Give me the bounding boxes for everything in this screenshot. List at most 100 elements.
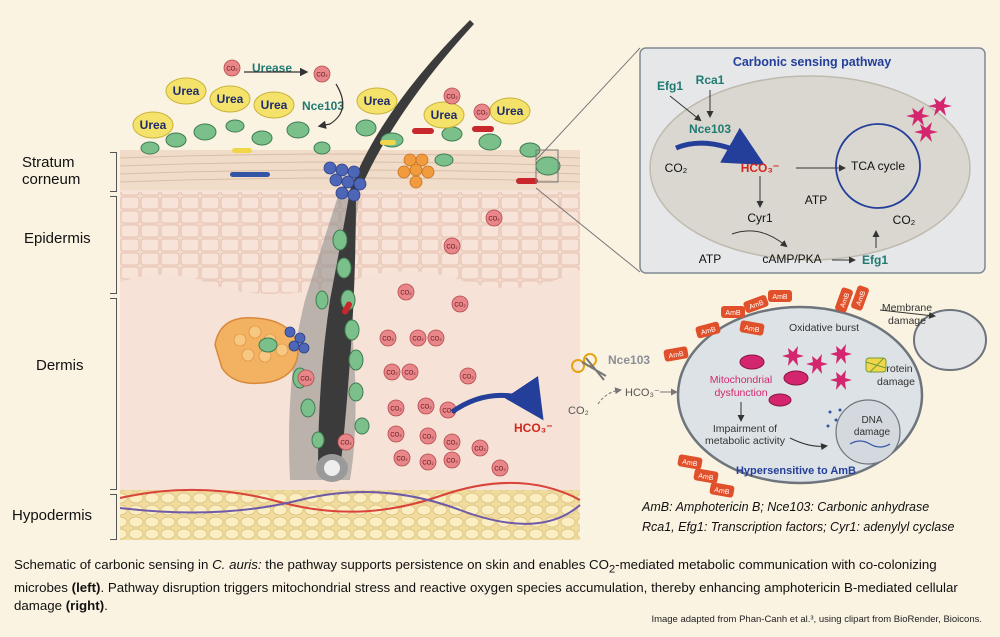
dna-line1: DNA <box>861 415 882 426</box>
co2-circle <box>419 453 437 471</box>
mito-line2: dysfunction <box>714 387 767 399</box>
protein-line2: damage <box>877 376 915 388</box>
co2-circle <box>383 363 401 381</box>
co2-circle-label: CO₂ <box>420 405 432 411</box>
amb-badge: AmB <box>835 287 853 313</box>
legend-line-2: Rca1, Efg1: Transcription factors; Cyr1:… <box>642 520 955 534</box>
co2-circle <box>443 237 461 255</box>
co2-circle <box>379 329 397 347</box>
co2-circle <box>419 427 437 445</box>
cell-panel: Membrane damage Oxidative burst Mitochon… <box>568 285 987 498</box>
hypodermis-bracket <box>110 494 117 540</box>
co2-circle-label: CO₂ <box>400 291 412 297</box>
epidermis-bracket <box>110 196 117 294</box>
co2-circle-label: CO₂ <box>226 67 238 73</box>
amb-badge-label: AmB <box>698 473 714 483</box>
mitochondria-icons <box>739 354 809 407</box>
co2-circle-label: CO₂ <box>494 467 506 473</box>
co2-circle <box>485 209 503 227</box>
amb-badge-label: AmB <box>682 459 698 469</box>
co2-circle-label: CO₂ <box>422 435 434 441</box>
candida-cells <box>140 119 561 449</box>
co2-circle-label: CO₂ <box>382 337 394 343</box>
caption-part-2: the pathway supports persistence on skin… <box>261 557 609 572</box>
membrane-line1: Membrane <box>882 302 932 314</box>
co2-circle <box>491 459 509 477</box>
dermis-bracket <box>110 298 117 490</box>
co2-circle <box>397 283 415 301</box>
co2-circle-label: CO₂ <box>396 457 408 463</box>
co2-circle <box>451 295 469 313</box>
pathway-efg1-bottom: Efg1 <box>862 253 888 267</box>
membrane-line2: damage <box>888 315 926 327</box>
amb-badge: AmB <box>768 290 792 302</box>
amb-badge-label: AmB <box>856 290 868 307</box>
pathway-cyr1: Cyr1 <box>747 211 773 225</box>
bacteria-cluster-orange <box>397 153 435 189</box>
co2-circle-label: CO₂ <box>446 95 458 101</box>
urea-molecules <box>132 77 531 139</box>
stratum-corneum-label: Stratum corneum <box>22 154 81 188</box>
dermis-label: Dermis <box>36 357 84 374</box>
co2-circle-label: CO₂ <box>316 73 328 79</box>
amb-badge: AmB <box>663 346 689 362</box>
hyper-label: Hypersensitive to AmB <box>736 465 856 477</box>
co2-circle-label: CO₂ <box>474 447 486 453</box>
protein-icon <box>865 357 887 373</box>
amb-badge-label: AmB <box>725 310 741 317</box>
urea-text-4: Urea <box>261 98 288 112</box>
stratum-corneum-bracket <box>110 152 117 192</box>
co2-circle-label: CO₂ <box>404 371 416 377</box>
co2-circle <box>443 451 461 469</box>
protein-line1: Protein <box>879 363 912 375</box>
amb-badge-label: AmB <box>668 351 684 361</box>
rod-bacteria <box>230 126 538 315</box>
amb-badge-label: AmB <box>772 294 788 301</box>
co2-circle <box>387 399 405 417</box>
pathway-panel: Carbonic sensing pathway Efg1 Rca1 Nce10… <box>639 47 986 274</box>
pathway-atp-bottom: ATP <box>699 252 721 266</box>
co2-circle <box>297 369 315 387</box>
amb-badge-label: AmB <box>714 487 730 497</box>
caption-part-5: . <box>104 597 108 613</box>
urea-text-2: Urea <box>173 84 200 98</box>
hypodermis-layer <box>120 490 580 540</box>
skin-illustration: Urea Urea Urea Urea Urea Urea Urea Ureas… <box>119 20 987 540</box>
co2-circle <box>393 449 411 467</box>
co2-circle <box>387 425 405 443</box>
oxidative-label: Oxidative burst <box>789 322 859 334</box>
cell-co2-label: CO₂ <box>568 405 589 417</box>
co2-circle-label: CO₂ <box>430 337 442 343</box>
amb-badge-label: AmB <box>700 326 717 337</box>
legend-line-1: AmB: Amphotericin B; Nce103: Carbonic an… <box>642 500 930 514</box>
co2-circle <box>459 367 477 385</box>
co2-circle <box>427 329 445 347</box>
mito-line1: Mitochondrial <box>710 374 772 386</box>
epidermis-label: Epidermis <box>24 230 91 247</box>
co2-circle-label: CO₂ <box>476 111 488 117</box>
impair-line2: metabolic activity <box>705 435 786 447</box>
co2-circle-label: CO₂ <box>340 441 352 447</box>
pathway-hco3: HCO₃⁻ <box>741 161 780 175</box>
co2-circle-label: CO₂ <box>446 459 458 465</box>
dna-line2: damage <box>854 427 891 438</box>
pathway-co2-left: CO₂ <box>665 161 688 175</box>
co2-circle <box>313 65 331 83</box>
co2-circle-label: CO₂ <box>300 377 312 383</box>
hypodermis-label: Hypodermis <box>12 507 93 524</box>
caption-sub: 2 <box>609 563 616 576</box>
pathway-title: Carbonic sensing pathway <box>733 55 891 69</box>
amb-badge: AmB <box>695 321 721 339</box>
caption-part-3: -mediated metabolic communication with c… <box>14 557 937 595</box>
urea-text-6: Urea <box>431 108 458 122</box>
urease-label: Urease <box>252 61 292 75</box>
co2-circle <box>417 397 435 415</box>
co2-circle <box>409 329 427 347</box>
pathway-tca: TCA cycle <box>851 159 905 173</box>
co2-circle-label: CO₂ <box>386 371 398 377</box>
hair-above-skin <box>350 20 474 190</box>
impair-line1: Impairment of <box>713 423 777 435</box>
co2-circle <box>223 59 241 77</box>
co2-circle-label: CO₂ <box>446 245 458 251</box>
co2-circle-label: CO₂ <box>390 407 402 413</box>
